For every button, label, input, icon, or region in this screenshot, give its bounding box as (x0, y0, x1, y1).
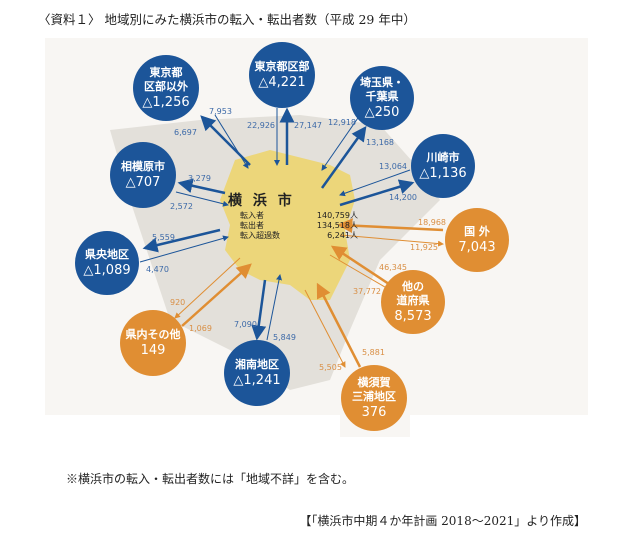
flow-out: 11,925 (410, 243, 438, 252)
flow-out: 3,279 (188, 174, 211, 183)
page-title: 〈資料１〉 地域別にみた横浜市の転入・転出者数（平成 29 年中） (38, 12, 416, 27)
region-tokyo-outside-wards: 東京都区部以外△1,256 (133, 55, 199, 121)
region-net: △250 (364, 104, 400, 120)
region-name: 千葉県 (365, 89, 399, 103)
yokohama-stats: 転入者 140,759人 転出者 134,518人 転入超過数 6,241人 (240, 211, 358, 241)
stat-label: 転入者 (240, 211, 264, 220)
flow-out: 7,953 (209, 107, 232, 116)
yokohama-city-shape (220, 150, 355, 300)
region-name: 三浦地区 (352, 389, 396, 403)
source-citation: 【「横浜市中期４か年計画 2018〜2021」より作成】 (299, 514, 586, 528)
flow-out: 920 (170, 298, 186, 307)
region-name: 他の (402, 279, 424, 293)
flow-out: 5,559 (152, 233, 175, 242)
flow-out: 14,200 (389, 193, 417, 202)
flow-in: 46,345 (379, 263, 407, 272)
region-name: 湘南地区 (235, 357, 279, 371)
flow-in: 5,849 (273, 333, 296, 342)
flow-out: 13,168 (366, 138, 394, 147)
flow-in: 6,697 (174, 128, 197, 137)
stat-label: 転出者 (240, 221, 264, 230)
yokohama-label: 横 浜 市 (228, 193, 295, 209)
region-name: 東京都区部 (254, 59, 310, 73)
region-net: △707 (125, 174, 161, 190)
region-net: 376 (361, 404, 387, 420)
region-name: 県央地区 (85, 247, 129, 261)
stat-value: 134,518人 (316, 221, 358, 230)
flow-in: 5,881 (362, 348, 385, 357)
flow-out: 37,772 (353, 287, 381, 296)
flow-in: 2,572 (170, 202, 193, 211)
stat-label: 転入超過数 (240, 231, 280, 240)
region-name: 東京都 (149, 65, 183, 79)
flow-in: 22,926 (247, 121, 275, 130)
region-net: 149 (140, 342, 166, 358)
flow-out: 5,505 (319, 363, 342, 372)
flow-in: 1,069 (189, 324, 212, 333)
stat-value: 6,241人 (327, 231, 358, 240)
region-name: 川崎市 (426, 150, 460, 164)
region-name: 道府県 (396, 293, 430, 307)
region-kawasaki: 川崎市△1,136 (411, 134, 475, 198)
region-name: 国 外 (464, 224, 490, 238)
stat-value: 140,759人 (316, 211, 358, 220)
region-net: △4,221 (258, 74, 306, 90)
region-name: 区部以外 (144, 79, 188, 93)
region-name: 横須賀 (357, 375, 391, 389)
region-name: 埼玉県・ (360, 75, 404, 89)
flow-out: 7,090 (234, 320, 257, 329)
region-kenou: 県央地区△1,089 (75, 231, 139, 295)
region-tokyo-wards: 東京都区部△4,221 (249, 42, 315, 108)
region-name: 県内その他 (125, 327, 181, 341)
footnote: ※横浜市の転入・転出者数には「地域不詳」を含む。 (66, 472, 355, 486)
flow-out: 27,147 (294, 121, 322, 130)
region-net: △1,256 (142, 94, 190, 110)
region-net: 7,043 (458, 239, 496, 255)
flow-in: 4,470 (146, 265, 169, 274)
flow-in: 18,968 (418, 218, 446, 227)
region-net: △1,136 (419, 165, 467, 181)
region-net: △1,089 (83, 262, 131, 278)
flow-in: 12,918 (328, 118, 356, 127)
region-name: 相模原市 (121, 159, 165, 173)
region-net: △1,241 (233, 372, 281, 388)
region-shonan: 湘南地区△1,241 (224, 340, 290, 406)
region-saitama-chiba: 埼玉県・千葉県△250 (350, 66, 414, 130)
region-net: 8,573 (394, 308, 432, 324)
flow-in: 13,064 (379, 162, 407, 171)
region-sagamihara: 相模原市△707 (110, 142, 176, 208)
